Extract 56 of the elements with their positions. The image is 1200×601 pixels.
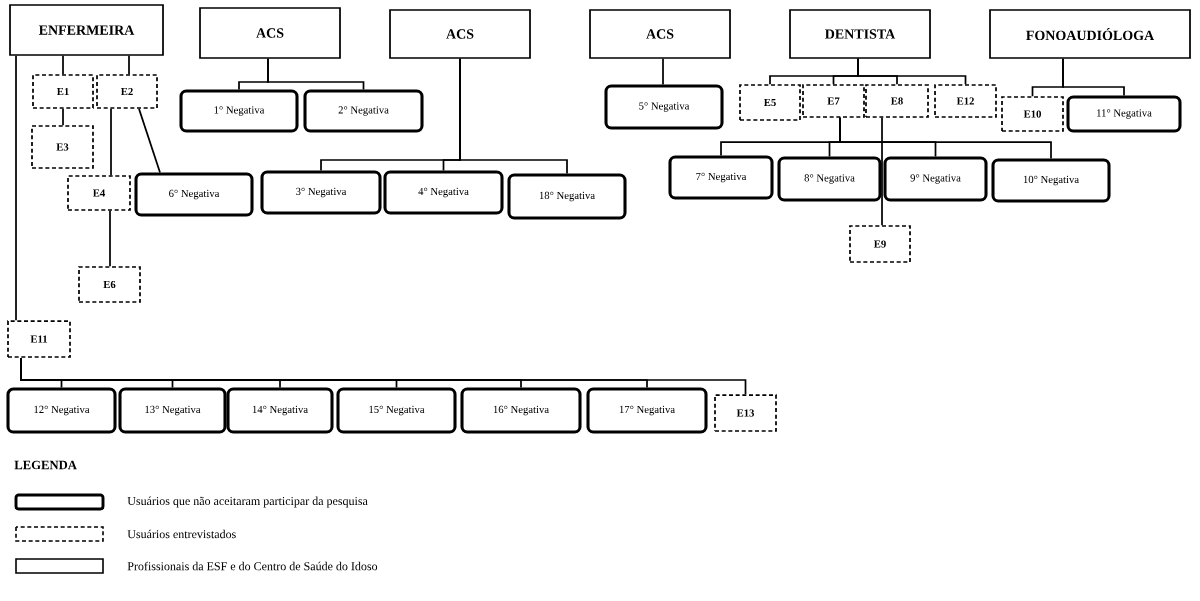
legend-text: Usuários entrevistados	[127, 529, 236, 539]
interviewee-box: E11	[7, 320, 71, 358]
interviewee-box: E13	[714, 394, 777, 432]
connector-line	[62, 108, 64, 126]
connector-line	[267, 58, 365, 91]
refusal-box: 7° Negativa	[668, 155, 774, 200]
connector-line	[839, 117, 1052, 160]
connector-line	[20, 357, 747, 395]
connector-line	[110, 108, 112, 176]
interviewee-box: E10	[1001, 96, 1064, 132]
legend-text: Usuários que não aceitaram participar da pesquisa	[127, 496, 368, 508]
interviewee-box: E1	[32, 74, 94, 109]
refusal-box: 1° Negativa	[179, 89, 299, 133]
interviewee-box: E9	[849, 225, 911, 263]
refusal-box: 10° Negativa	[991, 158, 1111, 203]
refusal-box: 11° Negativa	[1066, 95, 1182, 133]
connector-line	[857, 58, 967, 85]
refusal-box: 15° Negativa	[336, 387, 457, 434]
professional-box: ENFERMEIRA	[9, 4, 164, 56]
refusal-box: 12° Negativa	[6, 387, 117, 434]
professional-box: ACS	[389, 9, 531, 59]
refusal-box: 3° Negativa	[260, 170, 382, 215]
refusal-box: 18° Negativa	[507, 173, 627, 220]
legend-text: Profissionais da ESF e do Centro de Saúde do Idoso	[127, 561, 378, 571]
connector-line	[109, 210, 111, 267]
connector-line	[138, 108, 161, 174]
connector-line	[15, 55, 17, 321]
refusal-box: 5° Negativa	[604, 84, 724, 130]
interviewee-box: E7	[802, 84, 865, 118]
professional-box: ACS	[589, 9, 731, 59]
professional-box: DENTISTA	[789, 9, 931, 59]
interviewee-box: E8	[865, 84, 929, 118]
connector-line	[128, 55, 130, 75]
connector-line	[62, 55, 64, 75]
refusal-box: 17° Negativa	[586, 387, 708, 434]
refusal-box: 6° Negativa	[134, 172, 254, 217]
interviewee-box: E6	[78, 266, 141, 303]
refusal-box: 13° Negativa	[118, 387, 227, 434]
refusal-box: 9° Negativa	[883, 156, 988, 202]
interviewee-box: E2	[96, 74, 158, 109]
interviewee-box: E3	[31, 125, 94, 169]
legend-heading: LEGENDA	[14, 460, 77, 470]
connector-line	[1062, 58, 1125, 97]
connector-line	[881, 117, 883, 226]
connector-line	[459, 58, 568, 175]
refusal-box: 14° Negativa	[226, 387, 334, 434]
refusal-box: 2° Negativa	[303, 89, 424, 133]
refusal-box: 8° Negativa	[777, 156, 882, 202]
refusal-box: 4° Negativa	[383, 170, 504, 215]
professional-box: ACS	[199, 7, 341, 59]
interviewee-box: E12	[934, 84, 997, 118]
interviewee-box: E5	[739, 84, 801, 121]
professional-box: FONOAUDIÓLOGA	[989, 9, 1191, 59]
interviewee-box: E4	[67, 175, 131, 211]
refusal-box: 16° Negativa	[460, 387, 582, 434]
connector-line	[662, 58, 664, 86]
